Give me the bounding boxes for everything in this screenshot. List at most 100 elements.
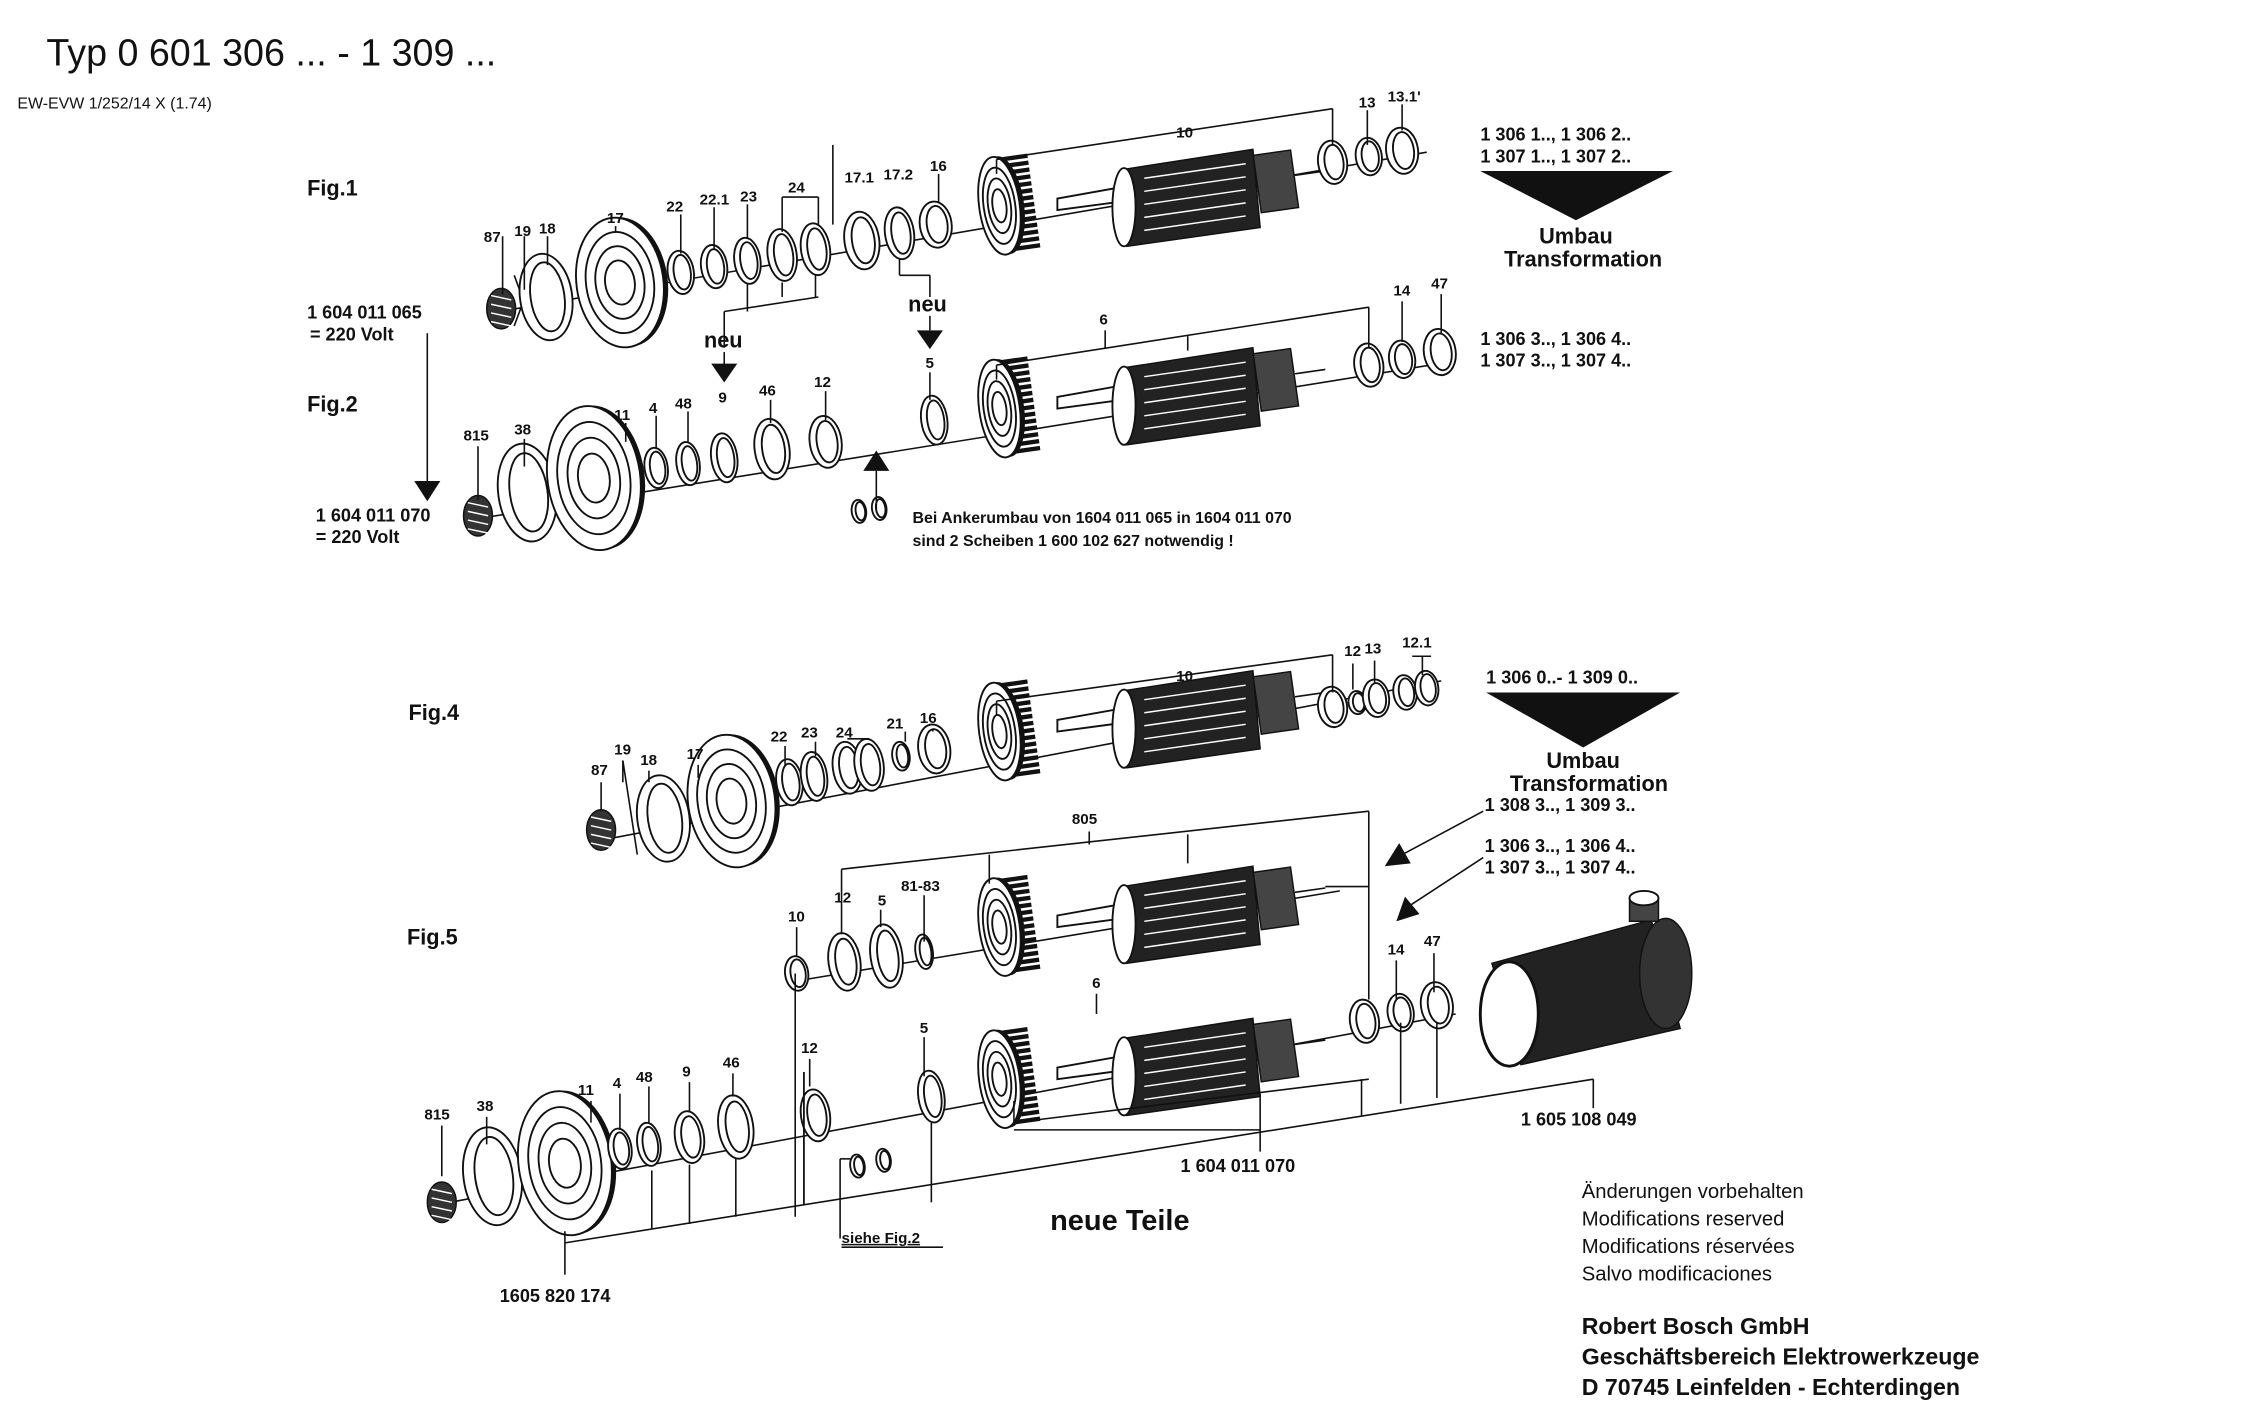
see-fig2-reference[interactable]: siehe Fig.2 [842, 1230, 921, 1247]
part-number: 12.1 [1402, 635, 1432, 652]
neu-label: neu [704, 328, 743, 353]
armature-gear [1001, 679, 1028, 688]
fig2-part-numbers: 815 38 11 4 48 9 46 12 5 6 14 47 [464, 275, 1448, 444]
part-number: 23 [740, 188, 757, 205]
armature-6 [1144, 361, 1246, 378]
part-number: 16 [930, 158, 947, 175]
pinion-815 [431, 1214, 453, 1221]
part-number: 17.1 [844, 170, 874, 187]
armature-gear [1001, 356, 1028, 365]
armature-10 [1144, 736, 1246, 753]
armature-6 [1294, 368, 1326, 375]
new-parts-label: neue Teile [1050, 1205, 1189, 1237]
armature-6 [1252, 347, 1300, 412]
bracket-805 [841, 810, 1369, 870]
company-name: Robert Bosch GmbH [1582, 1313, 1810, 1339]
transformation-arrow-icon [1486, 692, 1681, 748]
bracket-6 [1013, 1078, 1369, 1124]
part-number: 18 [539, 220, 556, 237]
ring-22-1 [705, 248, 726, 285]
notice-line: Modifications réservées [1582, 1236, 1795, 1258]
ring-48 [680, 445, 699, 482]
armature-gear [1001, 1027, 1028, 1035]
part-number: 13 [1364, 640, 1381, 657]
part-number: 12 [801, 1040, 818, 1057]
armature-10 [1144, 202, 1246, 219]
ring-24 [859, 743, 882, 787]
part-number: 14 [1388, 942, 1405, 959]
armature-10 [1144, 710, 1246, 727]
bearing-flange-11 [576, 452, 611, 504]
spring-21 [895, 743, 910, 769]
part-number: 5 [878, 892, 887, 909]
armature-10 [1144, 723, 1246, 740]
pinion-815 [426, 1181, 457, 1224]
part-number: 4 [613, 1075, 622, 1092]
part-number: 87 [484, 229, 501, 246]
part-number: 38 [477, 1098, 494, 1115]
armature-gear [1013, 445, 1041, 454]
part-number: 4 [649, 400, 658, 417]
part-number: 47 [1431, 275, 1448, 292]
armature-part-number: 1 604 011 070 [1180, 1156, 1295, 1176]
cap-47 [1426, 985, 1450, 1025]
armature-10 [1144, 215, 1246, 232]
fig5-label: Fig.5 [407, 924, 458, 949]
bracket-6 [996, 306, 1369, 366]
arrow-down-icon [414, 480, 441, 502]
armature-gear [1013, 768, 1041, 777]
part-number: 48 [675, 396, 692, 413]
leader-line [724, 296, 819, 313]
part-number: 19 [514, 223, 531, 240]
armature-805 [1144, 906, 1246, 923]
fig5-part-numbers: 805 10 12 5 81-83 815 38 11 4 48 9 46 12… [424, 811, 1440, 1123]
arrow-line [1401, 810, 1484, 856]
armature-805 [1111, 884, 1137, 965]
armature-6 [1144, 374, 1246, 391]
part-number: 6 [1092, 975, 1100, 992]
ring-18 [646, 782, 684, 854]
retaining-ring-5 [922, 1074, 943, 1118]
umbau-label: Umbau [1539, 223, 1613, 248]
company-address: D 70745 Leinfelden - Echterdingen [1582, 1374, 1960, 1400]
armature-gear [991, 390, 1008, 427]
notice-line: Salvo modificaciones [1582, 1264, 1772, 1286]
part-number: 46 [759, 383, 776, 400]
part-number: 805 [1072, 811, 1098, 828]
armature-6 [1294, 1039, 1326, 1046]
pinion-815 [431, 1188, 453, 1195]
seal-22 [672, 253, 692, 291]
fig4-target-b2: 1 307 3.., 1 307 4.. [1485, 858, 1636, 878]
armature-10 [1144, 163, 1246, 179]
part-number: 24 [836, 724, 853, 741]
part-number: 21 [886, 716, 903, 733]
fig1-label: Fig.1 [307, 176, 358, 201]
footer-company: Robert Bosch GmbH Geschäftsbereich Elekt… [1582, 1313, 1980, 1400]
part-number: 10 [1176, 668, 1193, 685]
company-division: Geschäftsbereich Elektrowerkzeuge [1582, 1344, 1980, 1370]
page-title: Typ 0 601 306 ... - 1 309 ... [46, 31, 496, 73]
armature-10 [1252, 149, 1300, 214]
fig1-models-line2: 1 307 1.., 1 307 2.. [1480, 146, 1631, 166]
bearing-12 [834, 937, 858, 986]
bracket-10 [996, 653, 1333, 702]
pinion-815 [431, 1197, 453, 1204]
armature-805 [1144, 880, 1246, 896]
part-number: 38 [514, 422, 531, 439]
armature-805 [1144, 932, 1246, 949]
retaining-ring-5 [925, 399, 946, 441]
armature-conversion-note-line1: Bei Ankerumbau von 1604 011 065 in 1604 … [913, 510, 1292, 527]
ring-17-2 [890, 211, 912, 255]
part-number: 10 [1176, 125, 1193, 142]
armature-805 [1144, 919, 1246, 936]
fig1-part-numbers: 87 19 18 17 22 22.1 23 24 17.1 17.2 16 1… [484, 88, 1421, 246]
bearing-14 [1392, 996, 1412, 1029]
part-number: 9 [682, 1063, 690, 1080]
bearing-16 [925, 205, 949, 244]
housing-part-number: 1 605 108 049 [1521, 1110, 1637, 1130]
part-number: 47 [1424, 933, 1441, 950]
part-number: 815 [464, 427, 490, 444]
notice-line: Änderungen vorbehalten [1582, 1181, 1804, 1203]
part-number: 10 [788, 908, 805, 925]
